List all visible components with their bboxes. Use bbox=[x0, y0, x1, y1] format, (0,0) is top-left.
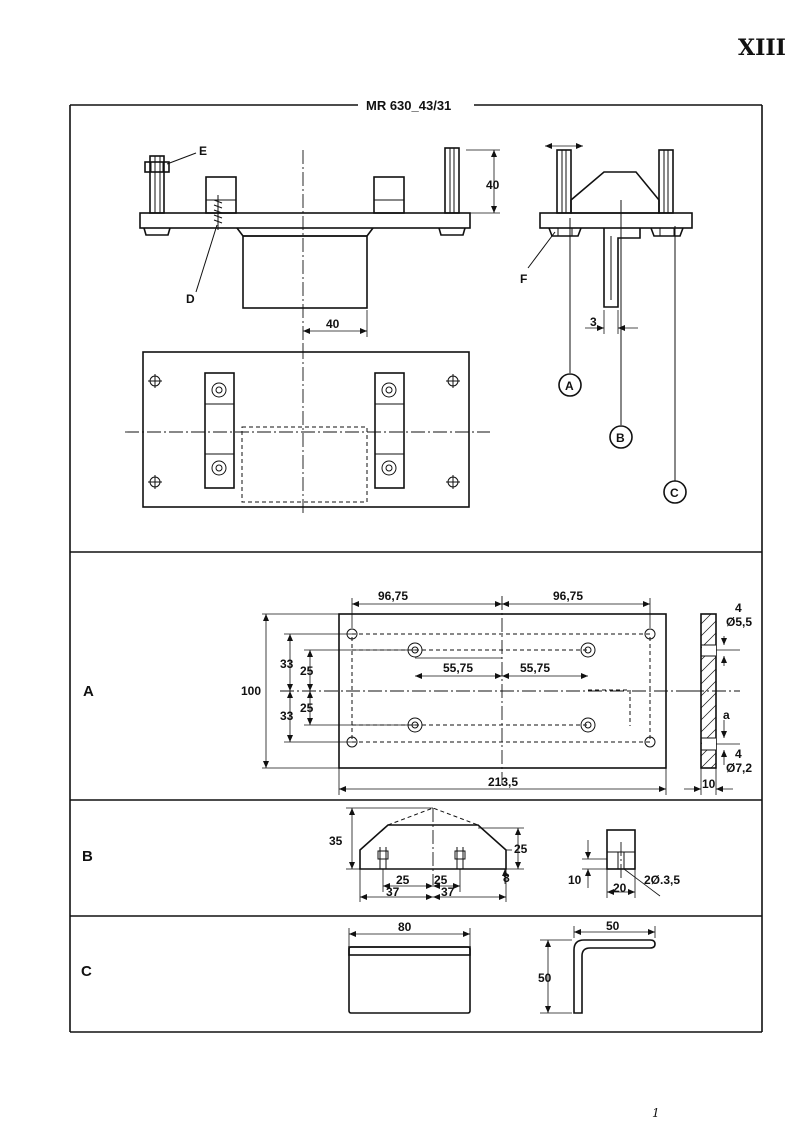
dim-b-25-height: 25 bbox=[514, 842, 528, 856]
section-label-c: C bbox=[81, 963, 92, 980]
part-c-side bbox=[540, 926, 656, 1014]
dim-a-33-bottom: 33 bbox=[280, 709, 294, 723]
part-a-section bbox=[684, 613, 740, 795]
dim-a-213: 213,5 bbox=[488, 775, 518, 789]
dim-a-96-right: 96,75 bbox=[553, 589, 583, 603]
plan-view bbox=[125, 345, 490, 515]
dim-side-3: 3 bbox=[590, 315, 597, 329]
front-view bbox=[139, 147, 500, 345]
dim-a-55-right: 55,75 bbox=[520, 661, 550, 675]
callout-c: C bbox=[670, 486, 679, 500]
dim-b-20: 20 bbox=[613, 881, 627, 895]
dim-c-50-height: 50 bbox=[538, 971, 552, 985]
dim-a-hole-depth-bottom: 4 bbox=[735, 747, 742, 761]
dim-b-35: 35 bbox=[329, 834, 343, 848]
dim-a-hole-dia-top: Ø5,5 bbox=[726, 615, 752, 629]
dim-b-37-right: 37 bbox=[441, 885, 455, 899]
label-f: F bbox=[520, 272, 527, 286]
page-number: 1 bbox=[652, 1106, 660, 1120]
part-b-side bbox=[582, 829, 661, 898]
dim-front-height: 40 bbox=[486, 178, 500, 192]
dim-a-hole-depth-top: 4 bbox=[735, 601, 742, 615]
dim-b-10: 10 bbox=[568, 873, 582, 887]
dim-a-100: 100 bbox=[241, 684, 261, 698]
dim-b-8: 8 bbox=[503, 871, 510, 885]
dim-b-25-right: 25 bbox=[434, 873, 448, 887]
part-c-front bbox=[348, 928, 471, 1014]
dim-b-25-left: 25 bbox=[396, 873, 410, 887]
dim-a-countersink: a bbox=[723, 708, 730, 722]
callout-a: A bbox=[565, 379, 574, 393]
dim-a-25-top: 25 bbox=[300, 664, 314, 678]
dim-a-thickness: 10 bbox=[702, 777, 716, 791]
dim-a-33-top: 33 bbox=[280, 657, 294, 671]
section-label-a: A bbox=[83, 683, 94, 700]
side-view bbox=[527, 143, 693, 504]
section-label-b: B bbox=[82, 848, 93, 865]
drawing-title: MR 630_43/31 bbox=[366, 98, 451, 113]
dim-front-offset: 40 bbox=[326, 317, 340, 331]
dim-b-holes: 2Ø.3,5 bbox=[644, 873, 680, 887]
dim-a-96-left: 96,75 bbox=[378, 589, 408, 603]
part-b-front bbox=[346, 807, 524, 902]
frame bbox=[69, 104, 763, 1033]
plate-number: XIII bbox=[738, 35, 786, 61]
dim-a-hole-dia-bottom: Ø7,2 bbox=[726, 761, 752, 775]
label-e: E bbox=[199, 144, 207, 158]
label-d: D bbox=[186, 292, 195, 306]
dim-b-37-left: 37 bbox=[386, 885, 400, 899]
dim-a-55-left: 55,75 bbox=[443, 661, 473, 675]
dim-a-25-bottom: 25 bbox=[300, 701, 314, 715]
dim-c-80: 80 bbox=[398, 920, 412, 934]
dim-c-50-width: 50 bbox=[606, 919, 620, 933]
callout-b: B bbox=[616, 431, 625, 445]
part-a-plan bbox=[262, 596, 690, 795]
